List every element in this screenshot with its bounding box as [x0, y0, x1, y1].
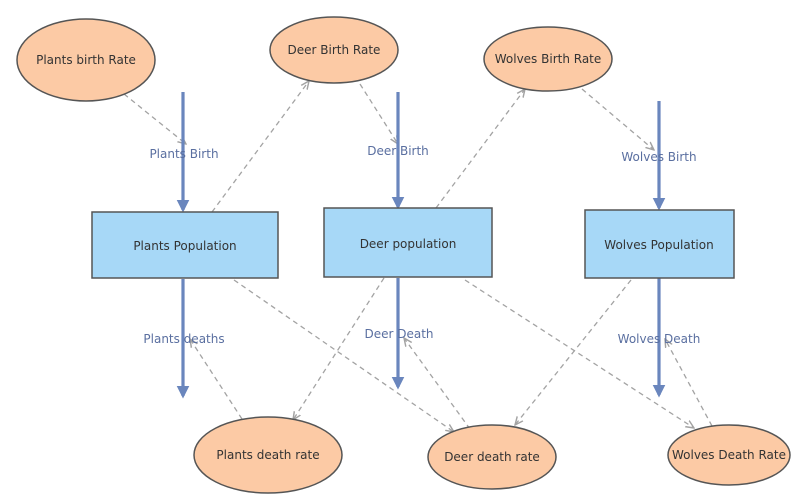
- link-plants-death-rate-to-plants-deaths: [190, 339, 243, 420]
- rate-deer-death-rate[interactable]: Deer death rate: [427, 424, 557, 490]
- rate-wolves-birth-rate[interactable]: Wolves Birth Rate: [483, 26, 613, 92]
- link-wolves-population-to-deer-death-rate: [515, 279, 632, 425]
- flow-label-deer-birth: Deer Birth: [367, 144, 429, 158]
- stock-label: Plants Population: [133, 239, 236, 253]
- rate-label: Deer Birth Rate: [288, 43, 381, 57]
- rate-plants-birth-rate[interactable]: Plants birth Rate: [16, 18, 156, 102]
- rate-label: Wolves Death Rate: [672, 448, 786, 462]
- influence-links: [123, 81, 713, 432]
- link-deer-death-rate-to-deer-death: [404, 338, 471, 430]
- link-deer-birth-rate-to-deer-birth: [359, 83, 398, 144]
- link-deer-population-to-wolves-birth-rate: [435, 89, 525, 209]
- flow-label-deer-death: Deer Death: [364, 327, 433, 341]
- flow-label-wolves-death: Wolves Death: [618, 332, 701, 346]
- link-wolves-death-rate-to-wolves-death: [665, 339, 713, 427]
- rate-label: Plants death rate: [216, 448, 319, 462]
- stock-label: Deer population: [360, 237, 457, 251]
- stock-wolves-population[interactable]: Wolves Population: [584, 209, 735, 279]
- rate-deer-birth-rate[interactable]: Deer Birth Rate: [269, 16, 399, 84]
- rate-label: Plants birth Rate: [36, 53, 136, 67]
- stock-label: Wolves Population: [604, 238, 713, 252]
- link-plants-population-to-deer-birth-rate: [211, 81, 309, 213]
- flow-label-wolves-birth: Wolves Birth: [621, 150, 696, 164]
- flow-label-plants-birth: Plants Birth: [149, 147, 218, 161]
- rate-label: Deer death rate: [444, 450, 540, 464]
- link-plants-birth-rate-to-plants-birth: [123, 93, 186, 144]
- flow-label-plants-deaths: Plants deaths: [143, 332, 224, 346]
- link-deer-population-to-plants-death-rate: [293, 277, 385, 420]
- link-deer-population-to-wolves-death-rate: [464, 279, 694, 428]
- flow-arrows: [176, 92, 666, 399]
- link-plants-population-to-deer-death-rate: [233, 279, 454, 432]
- rate-wolves-death-rate[interactable]: Wolves Death Rate: [667, 424, 791, 486]
- rate-plants-death-rate[interactable]: Plants death rate: [193, 416, 343, 494]
- link-wolves-birth-rate-to-wolves-birth: [581, 88, 654, 150]
- stock-deer-population[interactable]: Deer population: [323, 207, 493, 278]
- stock-plants-population[interactable]: Plants Population: [91, 211, 279, 279]
- flow-labels: Plants Birth Deer Birth Wolves Birth Pla…: [143, 144, 700, 346]
- rate-label: Wolves Birth Rate: [495, 52, 602, 66]
